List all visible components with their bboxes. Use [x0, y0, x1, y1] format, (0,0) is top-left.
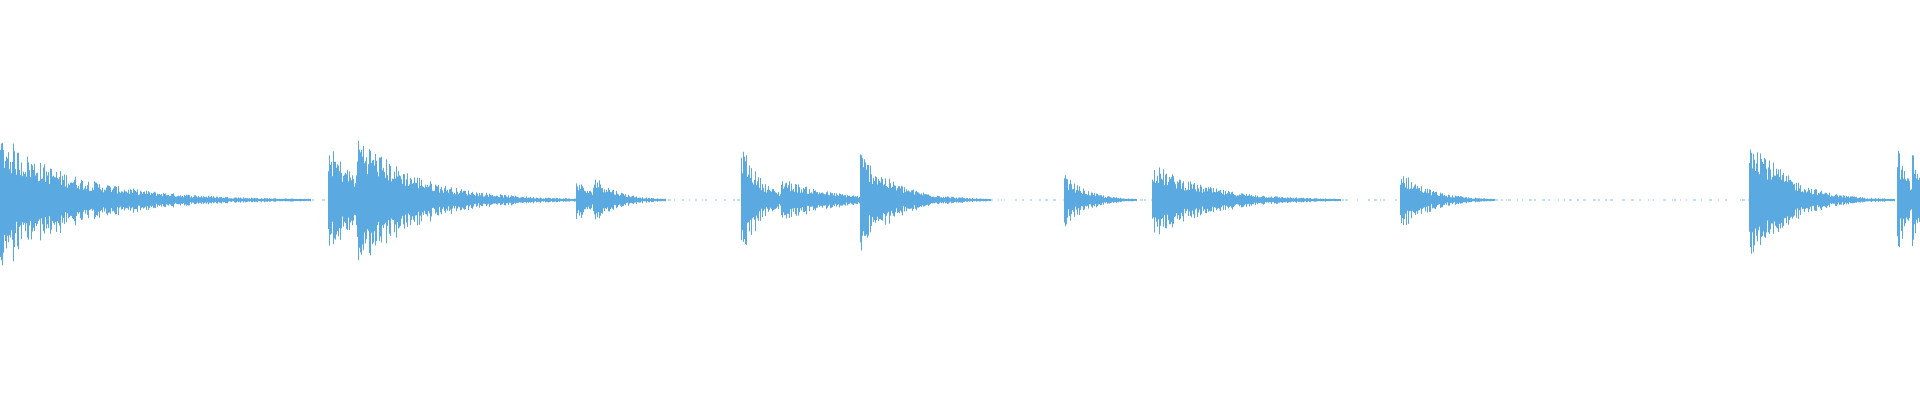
- silence-dot: [1558, 199, 1559, 201]
- silence-dot: [1577, 199, 1579, 201]
- silence-dot: [689, 199, 690, 201]
- silence-dot: [705, 199, 707, 201]
- silence-dot: [1583, 199, 1586, 201]
- silence-dot: [1383, 199, 1385, 201]
- silence-dot: [1140, 199, 1143, 201]
- silence-dot: [1030, 199, 1032, 201]
- silence-dot: [1534, 199, 1536, 201]
- silence-dot: [998, 199, 999, 201]
- silence-dot: [1380, 199, 1381, 201]
- silence-dot: [1631, 199, 1634, 201]
- silence-dot: [1686, 199, 1687, 201]
- silence-dot: [1693, 199, 1696, 201]
- silence-dot: [733, 199, 735, 201]
- silence-dot: [1672, 199, 1673, 201]
- silence-dot: [1144, 199, 1146, 201]
- silence-dot: [1598, 199, 1600, 201]
- waveform-signal: [0, 140, 1920, 266]
- silence-dot: [1648, 199, 1649, 201]
- silence-dot: [1548, 199, 1550, 201]
- silence-dot: [1004, 199, 1005, 201]
- silence-dot: [1569, 199, 1572, 201]
- silence-dot: [1542, 199, 1545, 201]
- silence-dot: [1653, 199, 1654, 201]
- silence-dot: [1663, 199, 1666, 201]
- silence-dot: [1015, 199, 1017, 201]
- silence-dot: [1501, 199, 1503, 201]
- silence-dot: [1506, 199, 1507, 201]
- silence-dot: [1522, 199, 1523, 201]
- silence-dot: [695, 199, 697, 201]
- silence-dot: [1593, 199, 1596, 201]
- silence-dot: [1748, 199, 1749, 201]
- silence-dot: [668, 199, 671, 201]
- silence-dot: [1368, 199, 1370, 201]
- silence-dot: [674, 199, 675, 201]
- silence-dot: [1495, 199, 1498, 201]
- silence-dot: [1742, 199, 1745, 201]
- silence-dot: [1610, 199, 1613, 201]
- silence-dot: [1605, 199, 1607, 201]
- silence-dot: [1740, 199, 1741, 201]
- silence-dot: [1374, 199, 1377, 201]
- waveform-silence-line: [312, 199, 1749, 201]
- silence-dot: [1674, 199, 1676, 201]
- waveform-path: [0, 140, 1920, 266]
- silence-dot: [715, 199, 717, 201]
- silence-dot: [1342, 199, 1344, 201]
- silence-dot: [682, 199, 684, 201]
- silence-dot: [312, 199, 314, 201]
- silence-dot: [1395, 199, 1397, 201]
- silence-dot: [1053, 199, 1056, 201]
- silence-dot: [1680, 199, 1681, 201]
- silence-dot: [991, 199, 993, 201]
- silence-dot: [1508, 199, 1511, 201]
- silence-dot: [322, 199, 325, 201]
- silence-dot: [1701, 199, 1702, 201]
- silence-dot: [1357, 199, 1358, 201]
- silence-dot: [1725, 199, 1727, 201]
- silence-dot: [1529, 199, 1532, 201]
- silence-dot: [724, 199, 726, 201]
- silence-dot: [1039, 199, 1041, 201]
- silence-dot: [1564, 199, 1565, 201]
- silence-dot: [1517, 199, 1518, 201]
- silence-dot: [1001, 199, 1002, 201]
- silence-dot: [1639, 199, 1641, 201]
- silence-dot: [1622, 199, 1625, 201]
- silence-dot: [1022, 199, 1024, 201]
- silence-dot: [1045, 199, 1048, 201]
- silence-dot: [737, 199, 740, 201]
- silence-dot: [1718, 199, 1719, 201]
- silence-dot: [1345, 199, 1348, 201]
- silence-dot: [702, 199, 703, 201]
- silence-dot: [1709, 199, 1712, 201]
